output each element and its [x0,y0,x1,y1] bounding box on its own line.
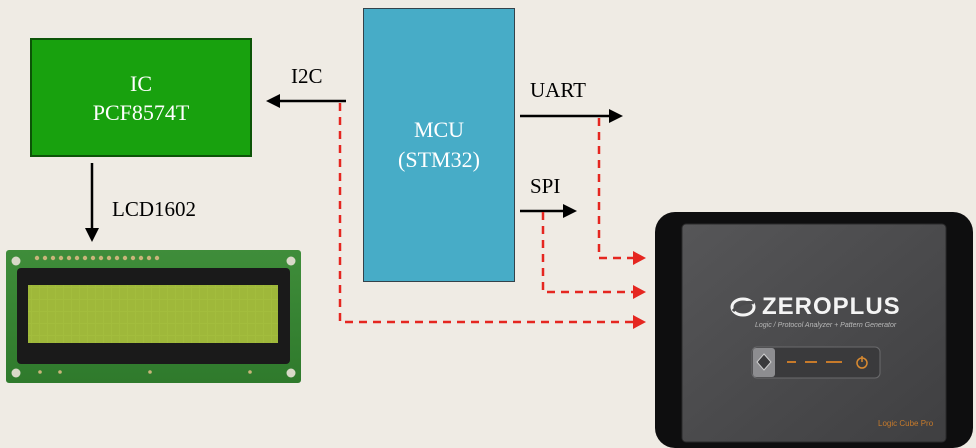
mcu-label: MCU [413,117,465,142]
mount-hole-br [286,368,296,378]
lcd-screen [28,285,278,343]
analyzer-brand: ZEROPLUS [762,293,901,320]
probe-arrowheads [633,251,646,329]
lcd1602-label: LCD1602 [112,197,196,221]
analyzer-model: Logic Cube Pro [878,419,934,428]
spi-probe-line [541,212,634,294]
mcu-block: MCU (STM32) [363,8,515,282]
logic-analyzer-device [655,212,973,448]
pcf8574t-block: IC PCF8574T [30,38,252,157]
i2c-label: I2C [291,64,323,88]
probe-lines [338,103,634,324]
zeroplus-logo: ZEROPLUS [730,293,901,321]
lcd1602-module [6,250,301,383]
mount-hole-tl [11,256,21,266]
i2c-arrow [266,94,346,108]
i2c-probe-line [338,103,634,324]
lcd-header-pins [34,255,160,261]
lcd-bottom-pins [38,370,252,374]
analyzer-status-leds [787,361,842,363]
uart-arrow [520,109,623,123]
ic-part-label: PCF8574T [92,99,190,125]
uart-probe-line [597,118,634,260]
spi-arrow [520,204,577,218]
mcu-part-label: (STM32) [398,147,480,172]
spi-label: SPI [530,174,561,198]
analyzer-subtitle: Logic / Protocol Analyzer + Pattern Gene… [755,322,897,329]
zeroplus-swoosh-icon [730,297,756,317]
ic-to-lcd-arrow [85,163,99,242]
mount-hole-tr [286,256,296,266]
ic-label: IC [130,70,152,96]
uart-label: UART [530,78,586,102]
mount-hole-bl [11,368,21,378]
